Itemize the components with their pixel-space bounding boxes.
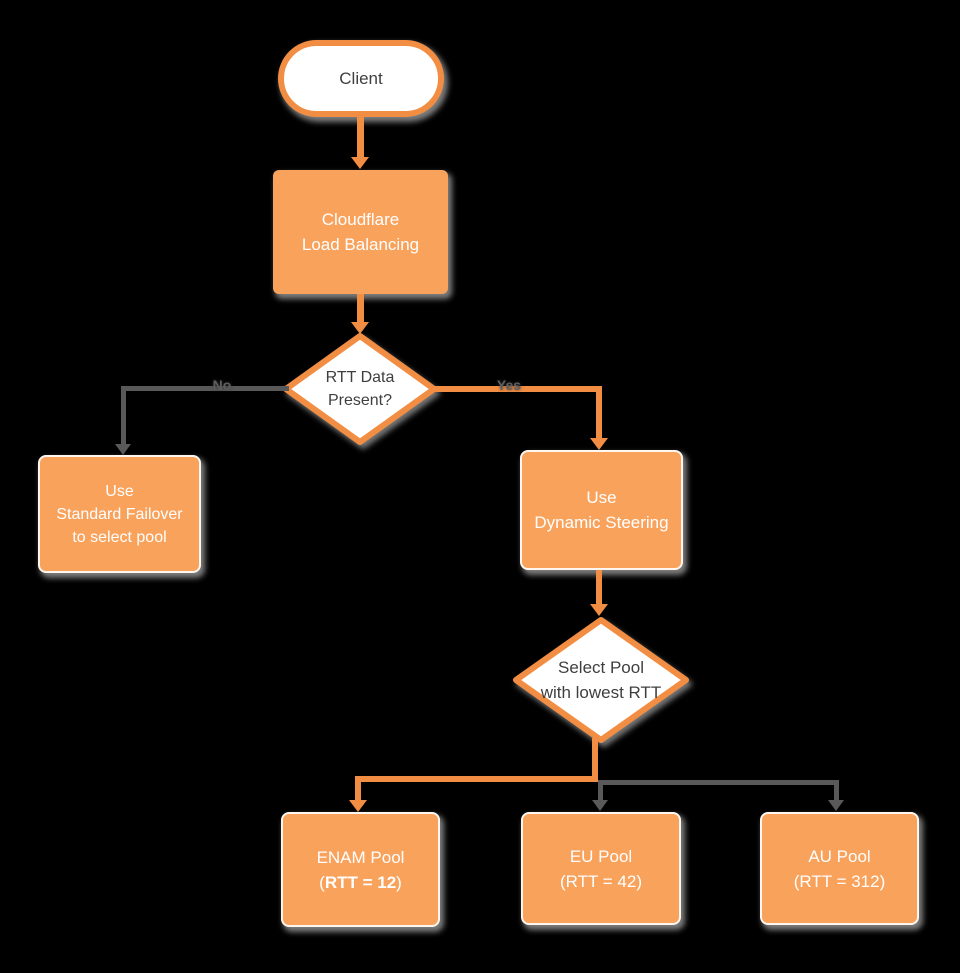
node-load-balancer-line2: Load Balancing xyxy=(301,235,420,254)
node-standard-failover: Use Standard Failover to select pool xyxy=(38,455,201,573)
arrowhead-down-icon xyxy=(592,800,608,811)
connector-no-vertical xyxy=(121,386,126,448)
node-au-line2: (RTT = 312) xyxy=(793,871,886,891)
node-dynamic-steering: Use Dynamic Steering xyxy=(520,450,683,570)
connector-steering-decision xyxy=(596,570,602,604)
decision-rtt-present: RTT Data Present? xyxy=(282,332,438,446)
connector-au-horizontal xyxy=(598,780,838,785)
connector-pool-stem xyxy=(592,738,598,782)
decision-pool-line2: with lowest RTT xyxy=(540,683,662,702)
node-au-pool: AU Pool (RTT = 312) xyxy=(760,812,919,925)
edge-label-no: No xyxy=(212,377,232,393)
connector-no-horizontal xyxy=(121,386,289,391)
decision-select-pool: Select Pool with lowest RTT xyxy=(512,616,690,744)
connector-yes-vertical xyxy=(596,386,602,442)
node-eu-line2: (RTT = 42) xyxy=(559,871,643,891)
connector-au-vertical xyxy=(834,780,839,802)
node-failover-line3: to select pool xyxy=(72,528,167,546)
decision-pool-line1: Select Pool xyxy=(558,658,644,677)
node-load-balancer-line1: Cloudflare xyxy=(321,210,400,229)
enam-rtt-value: RTT = 12 xyxy=(324,872,397,892)
enam-rtt-open: ( xyxy=(319,872,325,892)
diamond-shape-icon xyxy=(513,617,689,743)
node-failover-line2: Standard Failover xyxy=(56,505,183,523)
decision-rtt-line2: Present? xyxy=(327,392,393,409)
connector-enam-horizontal xyxy=(355,776,598,782)
edge-label-yes: Yes xyxy=(496,377,522,393)
decision-rtt-present-text: RTT Data Present? xyxy=(282,332,438,446)
node-eu-line1: EU Pool xyxy=(569,846,633,866)
arrowhead-down-icon xyxy=(351,322,369,334)
arrowhead-down-icon xyxy=(351,157,369,169)
arrowhead-down-icon xyxy=(590,438,608,450)
connector-lb-decision xyxy=(357,294,364,324)
connector-yes-horizontal xyxy=(432,386,602,392)
enam-rtt-close: ) xyxy=(396,872,402,892)
diamond-shape-icon xyxy=(283,333,437,445)
arrowhead-down-icon xyxy=(349,800,367,812)
node-dynamic-line2: Dynamic Steering xyxy=(534,513,669,532)
node-dynamic-line1: Use xyxy=(586,488,617,507)
node-failover-line1: Use xyxy=(105,482,134,500)
node-enam-line2: (RTT = 12) xyxy=(319,870,402,895)
node-au-line1: AU Pool xyxy=(808,846,871,866)
decision-rtt-line1: RTT Data xyxy=(325,369,395,386)
decision-select-pool-text: Select Pool with lowest RTT xyxy=(512,616,690,744)
node-enam-pool: ENAM Pool (RTT = 12) xyxy=(281,812,440,927)
connector-eu-vertical xyxy=(598,780,603,802)
connector-client-lb xyxy=(357,113,364,159)
connector-enam-vertical xyxy=(355,776,361,804)
arrowhead-down-icon xyxy=(590,604,608,616)
node-enam-line1: ENAM Pool xyxy=(316,847,405,867)
arrowhead-down-icon xyxy=(828,800,844,811)
node-client: Client xyxy=(278,40,444,117)
node-client-label: Client xyxy=(339,68,383,88)
node-load-balancer: Cloudflare Load Balancing xyxy=(273,170,448,294)
node-eu-pool: EU Pool (RTT = 42) xyxy=(521,812,681,925)
arrowhead-down-icon xyxy=(115,444,131,455)
